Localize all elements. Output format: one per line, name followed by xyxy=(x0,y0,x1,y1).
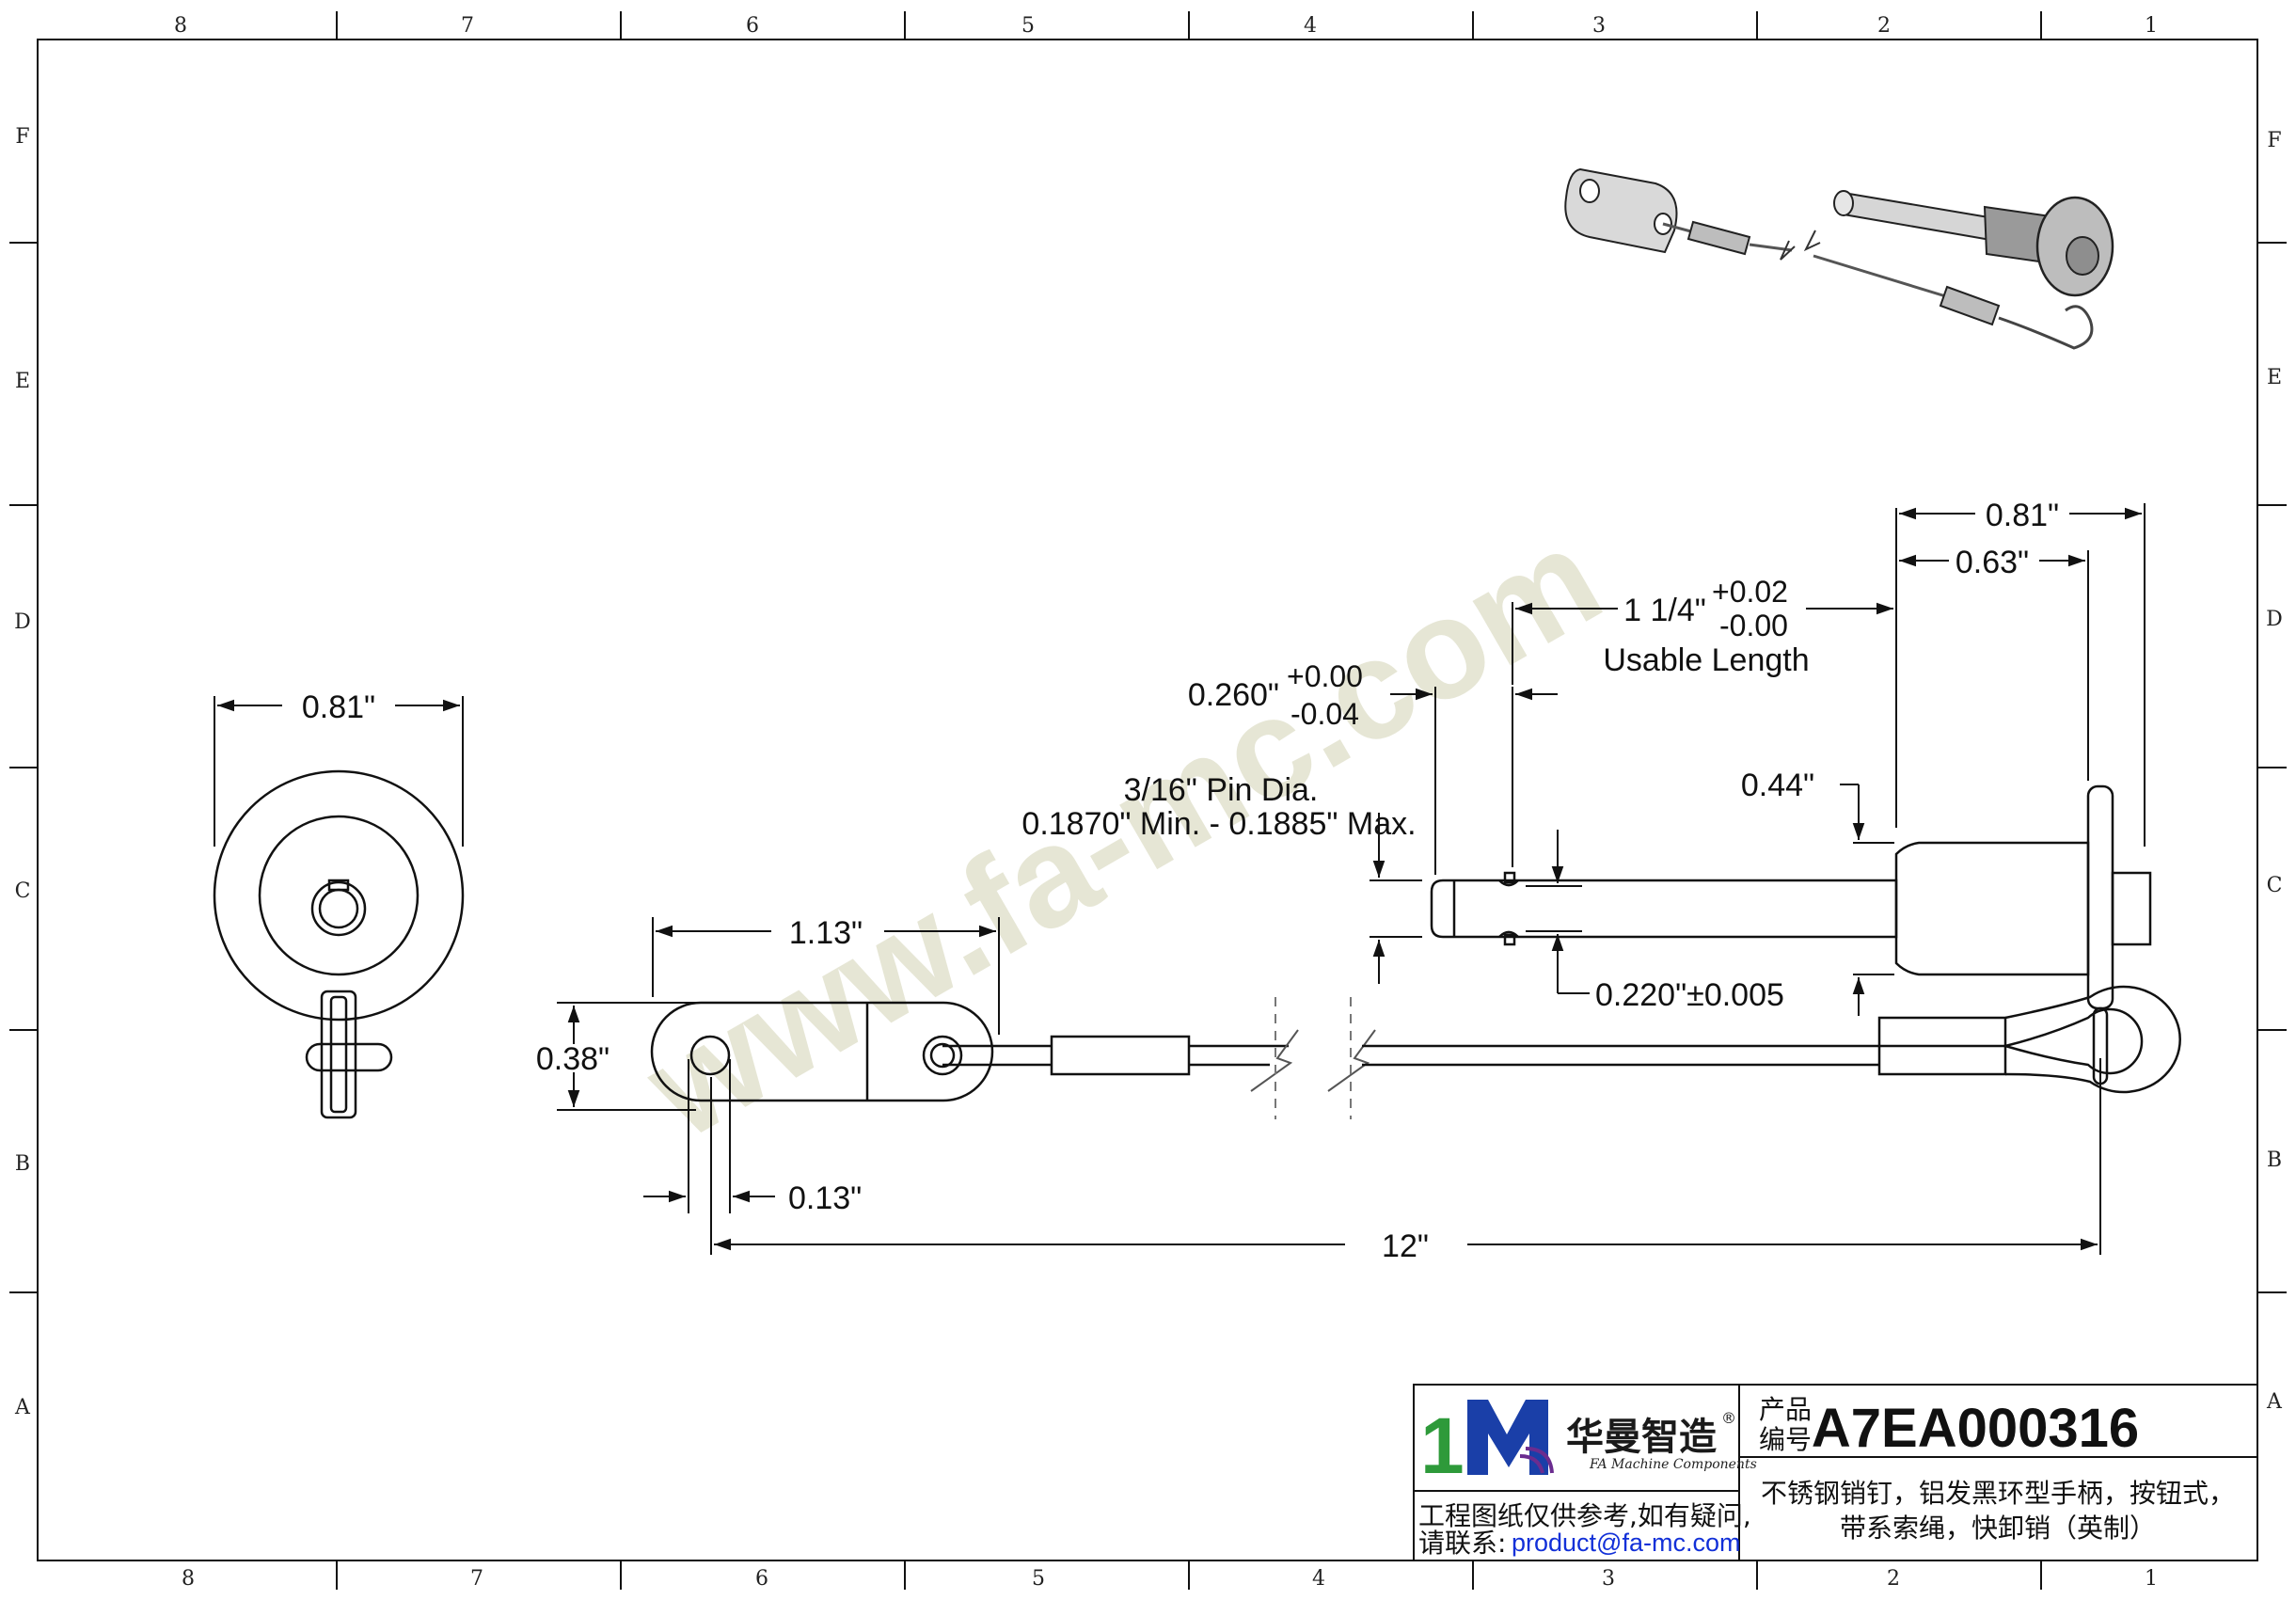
zone-col-1-top: 1 xyxy=(2145,14,2158,38)
zone-col-4-bottom: 4 xyxy=(1312,1567,1325,1591)
zone-row-c-right: C xyxy=(2267,874,2283,897)
zone-col-1-bottom: 1 xyxy=(2145,1567,2158,1591)
brand-name-cn: 华曼智造 xyxy=(1566,1416,1717,1459)
zone-labels-bottom: 8 7 6 5 4 3 2 1 xyxy=(182,1567,2158,1591)
zone-col-8-bottom: 8 xyxy=(182,1567,195,1591)
zone-labels-top: 8 7 6 5 4 3 2 1 xyxy=(174,14,2158,38)
dim-handle-len: 0.63" xyxy=(1956,545,2029,580)
dim-groove-nominal: 0.260" xyxy=(1188,677,1279,713)
dim-pin-dia-line2: 0.1870" Min. - 0.1885" Max. xyxy=(1021,806,1416,842)
dim-tab-height: 0.38" xyxy=(536,1041,610,1077)
dim-tab-length: 1.13" xyxy=(789,915,863,951)
tab-view: 1.13" 0.38" 0.13" xyxy=(536,915,1000,1216)
notice-line2-prefix: 请联系: xyxy=(1418,1528,1506,1559)
zone-row-a-right: A xyxy=(2266,1390,2283,1414)
logo-signal-icon xyxy=(1519,1447,1554,1474)
fa-logo: 1 华曼智造 ® FA Machine Components xyxy=(1420,1400,1757,1490)
dim-usable-label: Usable Length xyxy=(1603,642,1809,678)
dim-groove-tol-plus: +0.00 xyxy=(1287,659,1363,693)
dim-usable-tol-minus: -0.00 xyxy=(1719,609,1788,642)
logo-m-mark xyxy=(1467,1400,1548,1475)
zone-col-6-bottom: 6 xyxy=(755,1567,768,1591)
zone-col-2-top: 2 xyxy=(1877,14,1891,38)
end-view: 0.81" xyxy=(213,689,465,1119)
notice-line1: 工程图纸仅供参考,如有疑问, xyxy=(1418,1500,1751,1531)
zone-col-2-bottom: 2 xyxy=(1887,1567,1900,1591)
dim-end-view-width: 0.81" xyxy=(302,689,375,725)
dim-pin-dia-line1: 3/16" Pin Dia. xyxy=(1124,772,1319,808)
dim-hole-offset: 0.13" xyxy=(788,1180,862,1216)
zone-row-f-left: F xyxy=(15,125,29,149)
code-label-line2: 编号 xyxy=(1759,1424,1812,1455)
overall-length-dim: 12" xyxy=(710,1058,2101,1264)
registered-mark: ® xyxy=(1721,1409,1736,1427)
dim-overall-length: 12" xyxy=(1382,1228,1429,1264)
zone-col-3-top: 3 xyxy=(1592,14,1606,38)
zone-row-e-right: E xyxy=(2267,366,2282,389)
zone-col-6-top: 6 xyxy=(746,14,759,38)
zone-labels-right: F E D C B A xyxy=(2266,129,2283,1414)
zone-row-d-left: D xyxy=(14,610,31,634)
dim-usable-nominal: 1 1/4" xyxy=(1623,593,1706,628)
zone-col-3-bottom: 3 xyxy=(1602,1567,1615,1591)
dim-groove-tol-minus: -0.04 xyxy=(1291,697,1359,731)
zone-row-b-right: B xyxy=(2267,1149,2282,1172)
cable-view xyxy=(942,985,2181,1119)
drawing-frame xyxy=(9,11,2287,1590)
code-label-line1: 产品 xyxy=(1759,1394,1812,1425)
zone-col-4-top: 4 xyxy=(1304,14,1317,38)
pin-view: 3/16" Pin Dia. 0.1870" Min. - 0.1885" Ma… xyxy=(1021,498,2152,1085)
dim-handle-dia: 0.81" xyxy=(1986,498,2059,533)
zone-row-b-left: B xyxy=(15,1152,30,1176)
zone-col-5-bottom: 5 xyxy=(1032,1567,1045,1591)
isometric-view xyxy=(1564,167,2114,350)
zone-row-a-left: A xyxy=(14,1396,31,1419)
zone-labels-left: F E D C B A xyxy=(14,125,31,1419)
product-code: A7EA000316 xyxy=(1812,1398,2139,1459)
description-line1: 不锈钢销钉，铝发黑环型手柄，按钮式， xyxy=(1761,1478,2235,1509)
logo-digit-1: 1 xyxy=(1420,1402,1465,1490)
contact-email[interactable]: product@fa-mc.com xyxy=(1512,1529,1740,1557)
zone-col-7-bottom: 7 xyxy=(470,1567,483,1591)
zone-col-8-top: 8 xyxy=(174,14,187,38)
dim-groove-dia: 0.220"±0.005 xyxy=(1595,977,1784,1013)
zone-row-c-left: C xyxy=(15,879,31,903)
zone-col-5-top: 5 xyxy=(1021,14,1035,38)
description-line2: 带系索绳，快卸销（英制） xyxy=(1840,1513,2156,1544)
zone-row-f-right: F xyxy=(2267,129,2281,152)
dim-usable-tol-plus: +0.02 xyxy=(1712,575,1788,609)
zone-row-e-left: E xyxy=(15,370,30,393)
title-block: 1 华曼智造 ® FA Machine Components 工程图纸仅供参考,… xyxy=(1413,1384,2258,1561)
dim-collar-step: 0.44" xyxy=(1741,768,1814,803)
brand-name-en: FA Machine Components xyxy=(1589,1457,1757,1472)
zone-row-d-right: D xyxy=(2266,608,2283,631)
zone-col-7-top: 7 xyxy=(461,14,474,38)
